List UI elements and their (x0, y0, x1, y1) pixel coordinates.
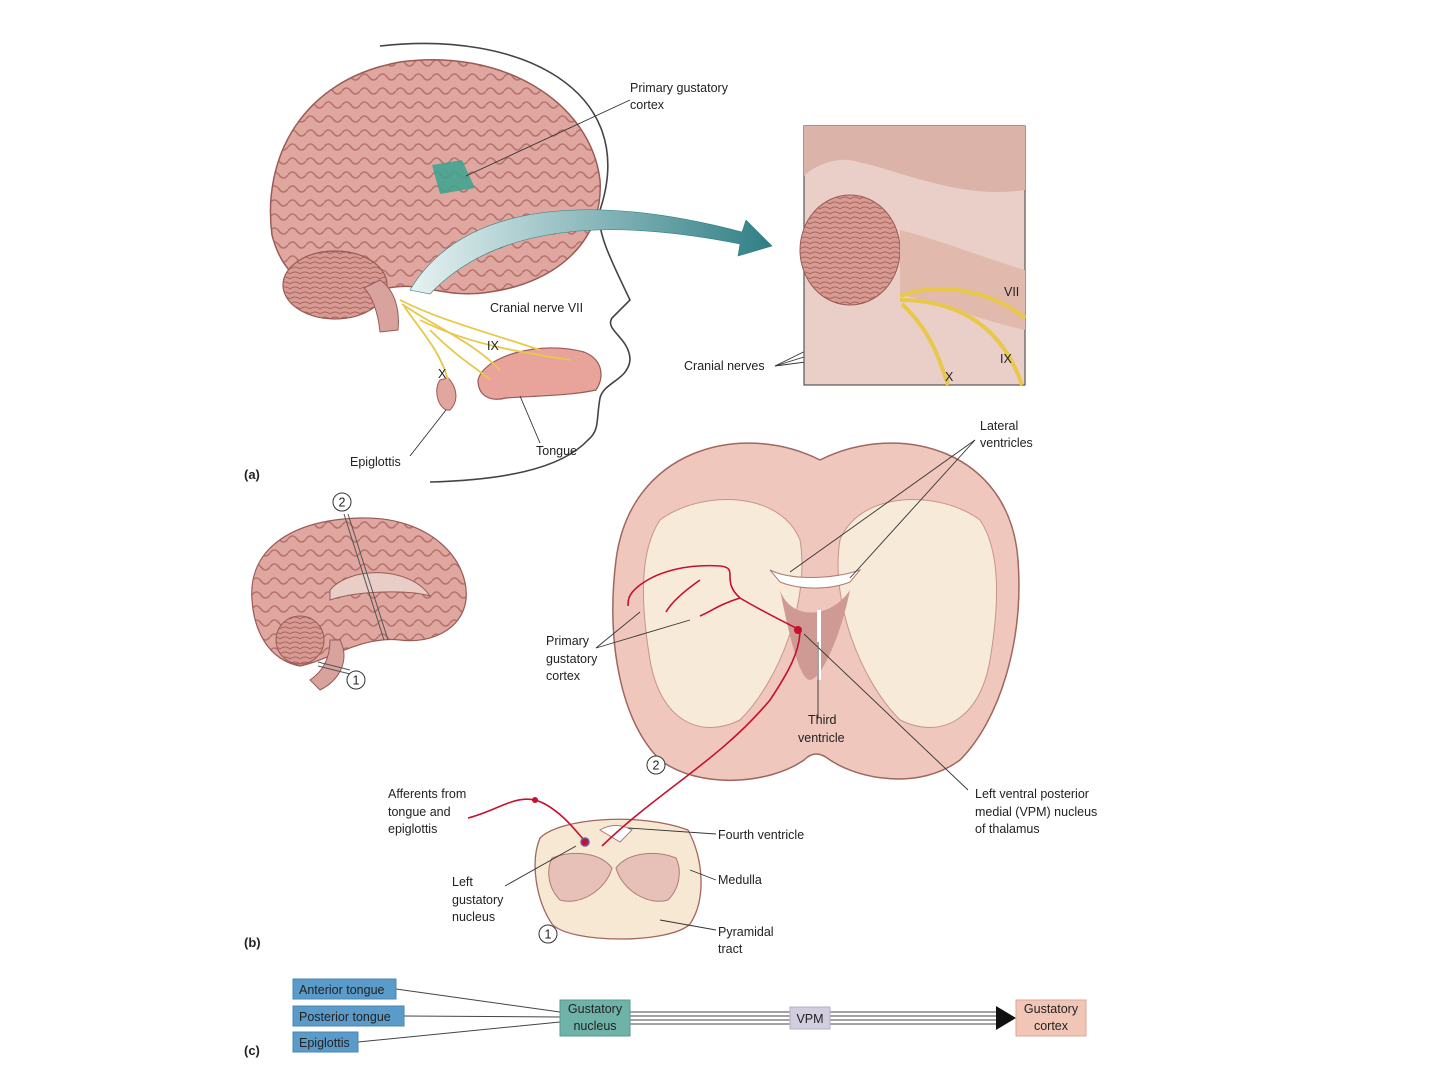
input-label-posterior-tongue: Posterior tongue (299, 1010, 391, 1024)
third-ventricle-shape (817, 610, 821, 680)
panel-b-leaders (504, 439, 976, 931)
corpus-callosum (329, 572, 432, 601)
flow-arrowhead (996, 1006, 1016, 1030)
label-pyramidal-tract-1: Pyramidal (718, 925, 774, 939)
thalamus-label: VPM (796, 1012, 823, 1026)
label-cranial-nerve-vii: Cranial nerve VII (490, 301, 583, 315)
label-left-vpm-2: medial (VPM) nucleus (975, 805, 1097, 819)
gustatory-nucleus-box (559, 999, 631, 1037)
input-label-anterior-tongue: Anterior tongue (299, 983, 385, 997)
label-left-gustatory-nucleus-3: nucleus (452, 910, 495, 924)
tongue-shape (477, 347, 602, 400)
thalamus-region (780, 590, 850, 680)
inset-label-ix: IX (1000, 352, 1012, 366)
panel-b (251, 439, 1020, 944)
label-primary-gustatory-cortex-a2: cortex (630, 98, 665, 112)
right-white-matter (837, 499, 998, 728)
label-afferents-2: tongue and (388, 805, 451, 819)
left-white-matter (642, 499, 803, 728)
gustatory-nucleus-marker (580, 837, 590, 847)
label-third-ventricle-1: Third (808, 713, 837, 727)
small-brainstem (309, 639, 345, 691)
vpm-box (789, 1006, 831, 1030)
vpm-nucleus-marker (794, 626, 802, 634)
input-box-epiglottis (292, 1031, 359, 1053)
section-marker-2-circle (332, 492, 352, 512)
coronal-marker-2: 2 (653, 759, 660, 773)
label-lateral-ventricles-1: Lateral (980, 419, 1018, 433)
label-afferents-1: Afferents from (388, 787, 466, 801)
label-primary-gustatory-cortex-a1: Primary gustatory (630, 81, 729, 95)
gustatory-pathway-line (467, 564, 801, 847)
medulla-cross-section (534, 818, 702, 940)
relay-label-2: nucleus (573, 1019, 616, 1033)
section-marker-2: 2 (339, 496, 346, 510)
label-epiglottis: Epiglottis (350, 455, 401, 469)
inset-label-x: X (945, 370, 954, 384)
label-ix: IX (487, 339, 499, 353)
section-lines (317, 513, 389, 675)
panel-c (292, 978, 1087, 1053)
label-primary-gustatory-3: cortex (546, 669, 581, 683)
input-box-posterior-tongue (292, 1005, 405, 1027)
medulla-right-olive (615, 852, 680, 902)
label-cranial-nerves: Cranial nerves (684, 359, 765, 373)
epiglottis-shape (436, 377, 457, 411)
panel-a-letter: (a) (244, 467, 260, 482)
lateral-ventricles-shape (769, 568, 862, 589)
nerve-inset (799, 125, 1027, 386)
cerebellum (282, 250, 388, 320)
input-box-anterior-tongue (292, 978, 397, 1000)
label-primary-gustatory-2: gustatory (546, 652, 598, 666)
panel-a (269, 42, 1027, 483)
relay-label-1: Gustatory (568, 1002, 623, 1016)
coronal-marker-2-circle (646, 755, 666, 775)
zoom-arrow (409, 209, 773, 295)
label-left-vpm-1: Left ventral posterior (975, 787, 1089, 801)
afferent-neuron-body (532, 797, 538, 803)
panel-c-letter: (c) (244, 1043, 260, 1058)
label-x: X (438, 367, 447, 381)
label-afferents-3: epiglottis (388, 822, 437, 836)
input-label-epiglottis: Epiglottis (299, 1036, 350, 1050)
label-left-gustatory-nucleus-2: gustatory (452, 893, 504, 907)
label-fourth-ventricle: Fourth ventricle (718, 828, 804, 842)
section-marker-1-circle (346, 670, 366, 690)
inset-label-vii: VII (1004, 285, 1019, 299)
target-label-2: cortex (1034, 1019, 1069, 1033)
label-third-ventricle-2: ventricle (798, 731, 845, 745)
label-left-gustatory-nucleus-1: Left (452, 875, 473, 889)
cranial-nerve-fibers (399, 299, 571, 381)
label-pyramidal-tract-2: tract (718, 942, 743, 956)
medulla-marker-1: 1 (545, 928, 552, 942)
label-primary-gustatory-1: Primary (546, 634, 590, 648)
section-marker-1: 1 (353, 674, 360, 688)
label-tongue: Tongue (536, 444, 577, 458)
target-label-1: Gustatory (1024, 1002, 1079, 1016)
small-cerebellum (275, 615, 325, 665)
label-medulla: Medulla (718, 873, 762, 887)
medulla-marker-1-circle (538, 924, 558, 944)
head-outline (379, 42, 631, 483)
gustatory-cortex-box (1015, 999, 1087, 1037)
brainstem (363, 279, 399, 333)
label-lateral-ventricles-2: ventricles (980, 436, 1033, 450)
panel-b-letter: (b) (244, 935, 261, 950)
label-left-vpm-3: of thalamus (975, 822, 1040, 836)
medulla-left-olive (548, 852, 613, 902)
gustatory-cortex-highlight (432, 160, 475, 194)
